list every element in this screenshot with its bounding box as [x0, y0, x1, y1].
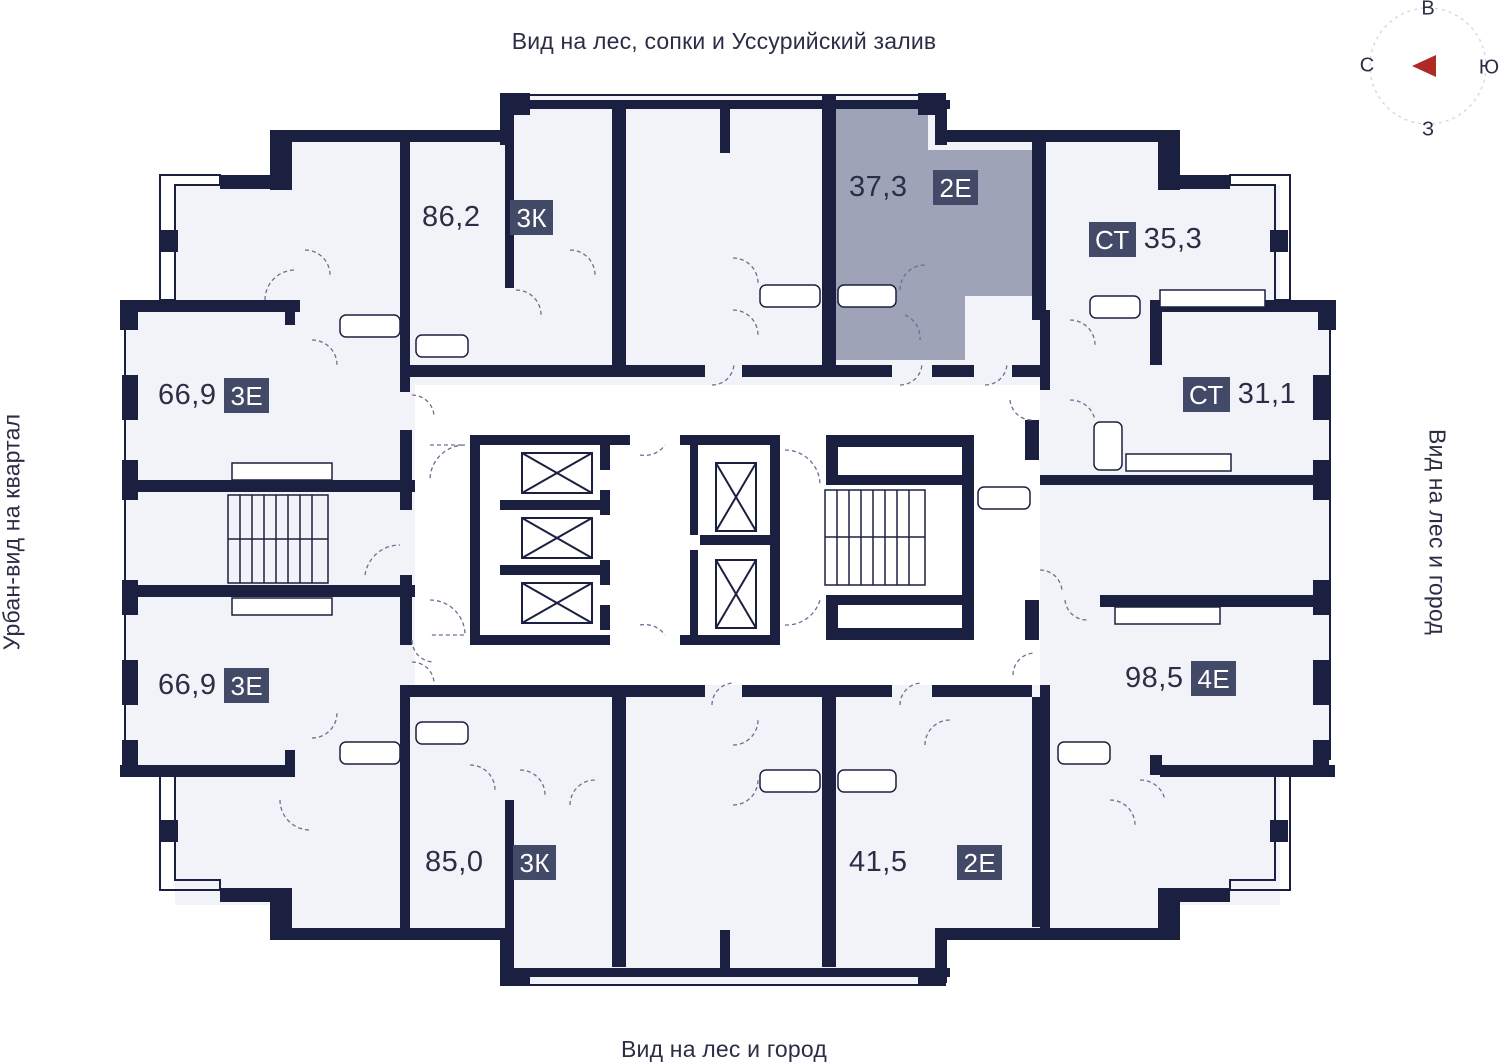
apartment-type-badge: СТ — [1089, 222, 1136, 257]
compass-south: Ю — [1478, 56, 1500, 79]
view-label-right: Вид на лес и город — [1424, 429, 1451, 635]
apartment-area: 85,0 — [425, 846, 484, 878]
apartment-type-badge: 2Е — [957, 845, 1003, 880]
apartment-type-badge: 4Е — [1191, 661, 1237, 696]
apartment-type-badge: СТ — [1183, 377, 1230, 412]
apartment-type-badge: 3Е — [224, 378, 270, 413]
apartment-area: 37,3 — [849, 171, 908, 203]
walls — [120, 93, 1336, 986]
apartment-66-9-lower[interactable]: 66,9 3Е — [158, 668, 270, 703]
apartment-type-badge: 3К — [510, 200, 554, 235]
apartment-31-1[interactable]: СТ 31,1 — [1183, 377, 1296, 412]
apartment-86-2[interactable]: 86,2 3К — [422, 200, 554, 235]
apartment-66-9-upper[interactable]: 66,9 3Е — [158, 378, 270, 413]
apartment-35-3[interactable]: СТ 35,3 — [1089, 222, 1202, 257]
compass — [1369, 7, 1487, 125]
stairs — [227, 489, 926, 586]
apartment-85-0[interactable]: 85,0 3К — [425, 845, 557, 880]
fixtures — [231, 284, 1266, 793]
apartment-98-5[interactable]: 98,5 4Е — [1125, 661, 1237, 696]
view-label-top: Вид на лес, сопки и Уссурийский залив — [511, 28, 937, 54]
apartment-type-badge: 3К — [513, 845, 557, 880]
apartment-type-badge: 2Е — [933, 170, 979, 205]
door-swings — [264, 249, 1166, 831]
compass-ring — [1369, 7, 1487, 125]
apartment-area: 66,9 — [158, 379, 217, 411]
apartment-area: 31,1 — [1237, 378, 1297, 410]
apartment-41-5[interactable]: 41,5 2Е — [849, 845, 1003, 880]
apartment-area: 41,5 — [849, 846, 908, 878]
compass-west: З — [1421, 118, 1435, 141]
elevators — [521, 452, 757, 629]
apartment-area: 86,2 — [422, 201, 481, 233]
apartment-37-3[interactable]: 37,3 2Е — [849, 170, 979, 205]
compass-north: С — [1359, 54, 1375, 77]
compass-arrow-icon — [1412, 55, 1436, 77]
apartment-area: 98,5 — [1125, 662, 1184, 694]
apartment-area: 66,9 — [158, 669, 217, 701]
view-label-left: Урбан-вид на квартал — [0, 413, 25, 651]
apartment-type-badge: 3Е — [224, 668, 270, 703]
compass-east: В — [1421, 0, 1435, 20]
view-label-bottom: Вид на лес и город — [621, 1036, 827, 1062]
apartment-area: 35,3 — [1143, 223, 1203, 255]
